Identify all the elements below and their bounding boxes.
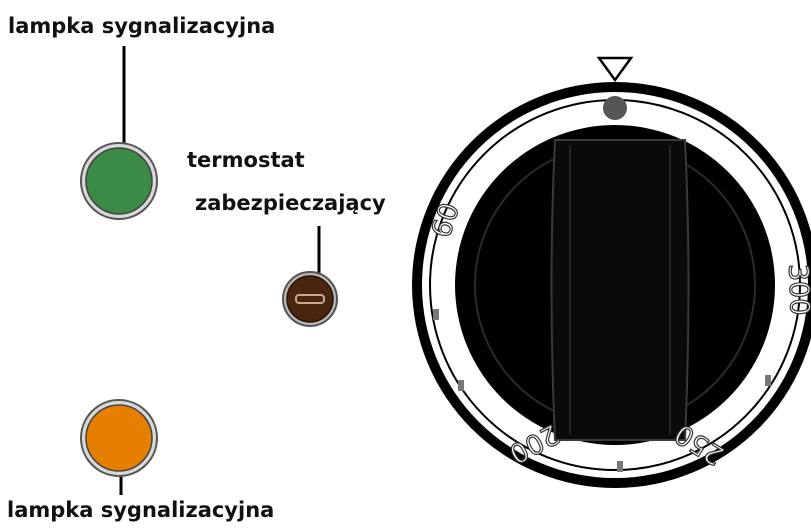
knob-grip [550,139,690,441]
orange-signal-lamp [80,399,158,477]
temperature-dial: 60 300 250 200 [412,56,811,488]
label-lamp-top: lampka sygnalizacyjna [8,14,276,38]
dial-index-dot [603,96,627,120]
label-lamp-bottom: lampka sygnalizacyjna [7,498,275,522]
dial-pointer-triangle-icon [596,56,634,83]
safety-thermostat-button [282,271,338,327]
dial-scale-ticks [433,309,771,472]
scale-label-300: 300 [782,263,811,316]
label-thermostat-line1: termostat [187,148,305,172]
label-thermostat-line2: zabezpieczający [195,191,386,215]
green-signal-lamp [80,142,158,220]
